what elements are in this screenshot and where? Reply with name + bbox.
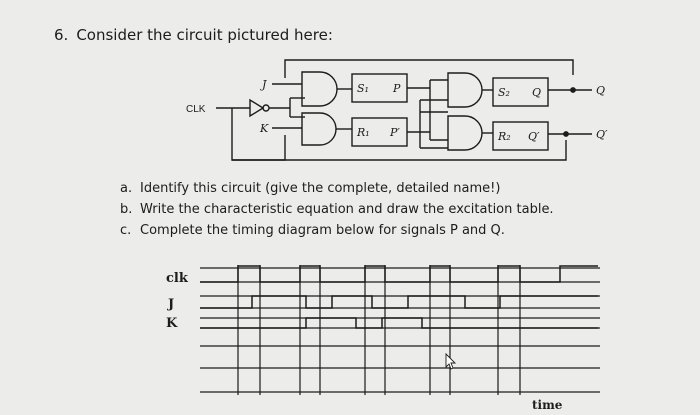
clk-waveform [200,265,598,283]
time-axis-label: time [532,398,563,412]
feedback-bottom-wire [231,108,286,161]
slave-r-label: R₂ [497,130,511,143]
master-latch-bottom [351,117,408,147]
input-k-label: K [259,122,269,135]
master-latch-top [351,73,408,103]
slave-qbar-label: Q′ [528,130,540,143]
input-j-label: J [260,78,267,91]
part-c: c.Complete the timing diagram below for … [120,223,505,238]
and-gate-slave-top [447,72,483,108]
output-qbar-label: Q′ [596,128,608,141]
and-gate-k [301,112,337,146]
and-gate-j [301,71,338,107]
signal-clk-label: clk [166,271,189,286]
part-b: b.Write the characteristic equation and … [120,202,554,217]
slave-latch-bottom [492,121,549,151]
slave-latch-top [492,77,549,107]
signal-k-label: K [166,316,178,331]
k-waveform [200,317,598,329]
question-parts: a.Identify this circuit (give the comple… [120,178,554,241]
clock-buffer [249,98,265,118]
slave-q-label: Q [532,86,541,99]
clk-input-label: CLK [186,104,206,115]
question-heading: 6. Consider the circuit pictured here: [54,26,333,44]
and-gate-slave-bottom [447,115,483,151]
master-s-label: S₁ [357,82,369,95]
master-pbar-label: P′ [389,126,400,139]
part-a: a.Identify this circuit (give the comple… [120,181,501,196]
feedback-top-wire [284,59,574,78]
j-waveform [200,295,598,309]
master-r-label: R₁ [356,126,370,139]
feedback-bottom-wire-2 [232,140,567,161]
question-text: Consider the circuit pictured here: [76,26,333,44]
cursor-icon [445,352,457,370]
slave-s-label: S₂ [498,86,510,99]
signal-j-label: J [167,297,174,312]
master-p-label: P [392,82,401,95]
output-q-label: Q [596,84,605,97]
question-number: 6. [54,26,69,44]
